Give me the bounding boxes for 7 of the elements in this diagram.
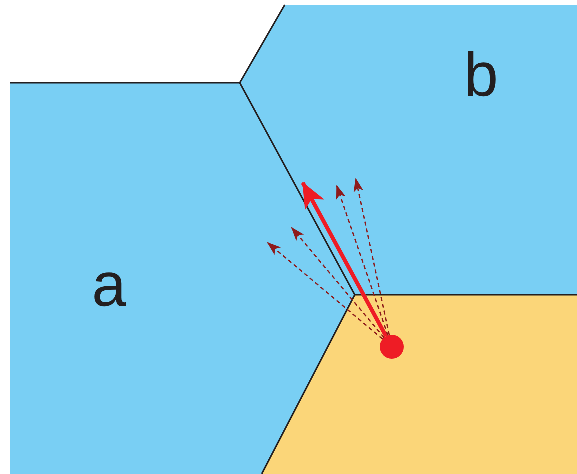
arrow: [336, 185, 389, 336]
arrow: [291, 227, 385, 338]
arrow: [354, 178, 390, 336]
region-label: a: [92, 255, 126, 317]
region-label: b: [464, 45, 498, 107]
arrow: [267, 242, 384, 340]
arrow: [301, 182, 388, 338]
